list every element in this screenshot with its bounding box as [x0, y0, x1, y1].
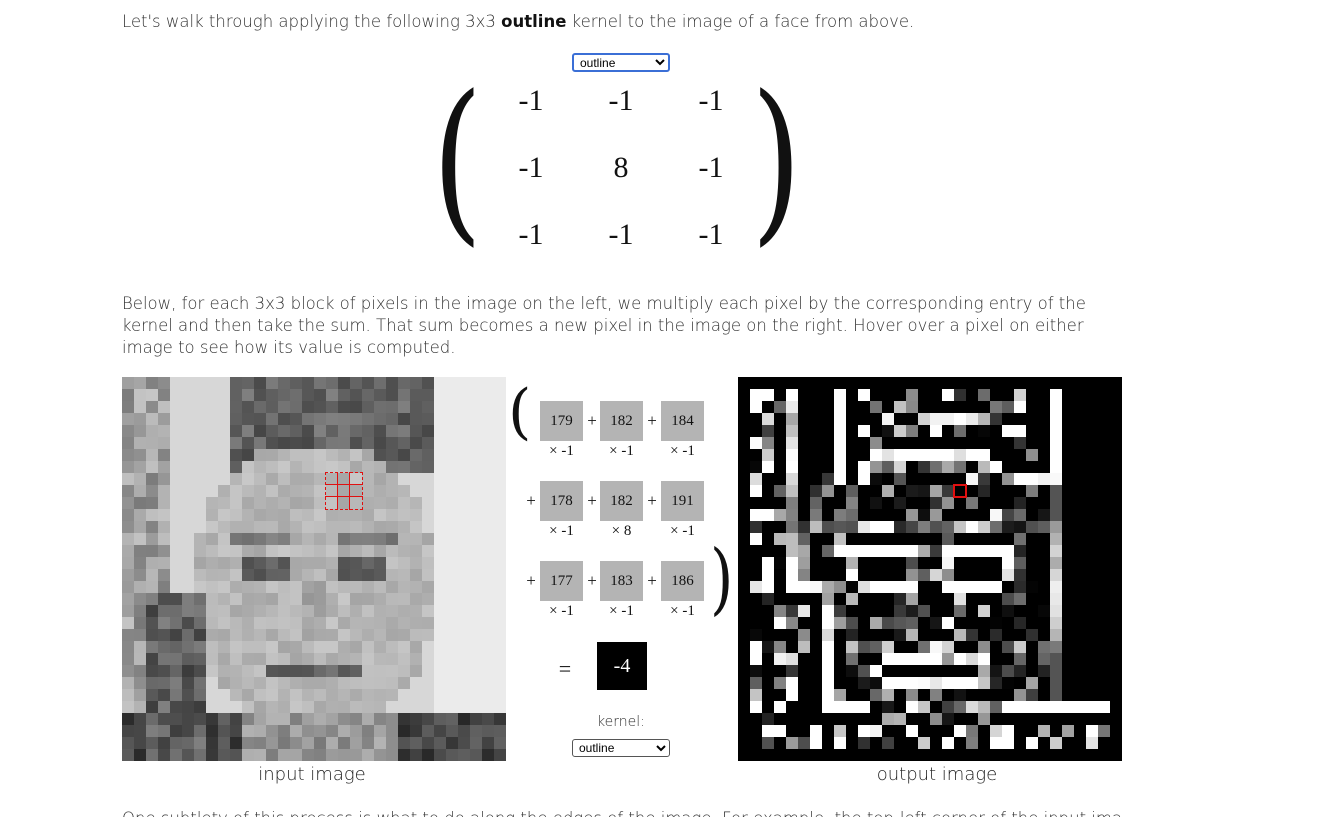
- plus-sign: +: [587, 491, 597, 510]
- plus-sign: +: [647, 411, 657, 430]
- kernel-weight: × 8: [611, 523, 632, 539]
- kernel-cell: -1: [698, 84, 724, 117]
- input-image[interactable]: [122, 377, 506, 761]
- kernel-select-top[interactable]: outline: [572, 53, 670, 72]
- kernel-cell: -1: [518, 218, 544, 251]
- kernel-weight: × -1: [549, 443, 574, 459]
- pixel-value: 179: [540, 401, 583, 441]
- matrix-right-paren: ): [751, 57, 802, 263]
- plus-sign: +: [526, 571, 536, 590]
- plus-sign: +: [647, 571, 657, 590]
- kernel-cell: -1: [518, 151, 544, 184]
- intro-text: Let's walk through applying the followin…: [122, 12, 915, 31]
- pixel-value: 183: [600, 561, 643, 601]
- pixel-value: 186: [661, 561, 704, 601]
- kernel-weight: × -1: [670, 523, 695, 539]
- pixel-value: 191: [661, 481, 704, 521]
- bottom-text-cutoff: One subtlety of this process is what to …: [122, 806, 1122, 817]
- kernel-weight: × -1: [609, 443, 634, 459]
- pixel-value: 177: [540, 561, 583, 601]
- output-image[interactable]: [738, 377, 1122, 761]
- kernel-cell: 8: [613, 151, 629, 184]
- equals-sign: =: [558, 656, 572, 681]
- pixel-value: 178: [540, 481, 583, 521]
- kernel-select-bottom[interactable]: outline: [572, 739, 670, 757]
- input-caption: input image: [258, 764, 366, 785]
- pixel-value: 182: [600, 481, 643, 521]
- kernel-weight: × -1: [609, 603, 634, 619]
- kernel-weight: × -1: [670, 603, 695, 619]
- sum-left-paren: (: [508, 377, 532, 447]
- kernel-weight: × -1: [549, 603, 574, 619]
- plus-sign: +: [587, 571, 597, 590]
- output-hover-highlight: [953, 484, 967, 498]
- plus-sign: +: [587, 411, 597, 430]
- output-caption: output image: [876, 764, 998, 785]
- pixel-value: 182: [600, 401, 643, 441]
- kernel-label: kernel:: [597, 714, 645, 730]
- kernel-weight: × -1: [670, 443, 695, 459]
- kernel-cell: -1: [698, 151, 724, 184]
- kernel-cell: -1: [608, 84, 634, 117]
- kernel-cell: -1: [698, 218, 724, 251]
- kernel-name: outline: [501, 12, 567, 31]
- kernel-weight: × -1: [549, 523, 574, 539]
- sum-right-paren: ): [710, 533, 734, 625]
- explanation-text: Below, for each 3x3 block of pixels in t…: [122, 294, 1086, 357]
- pixel-value: 184: [661, 401, 704, 441]
- plus-sign: +: [647, 491, 657, 510]
- result-value: -4: [597, 642, 647, 690]
- matrix-left-paren: (: [432, 57, 483, 263]
- plus-sign: +: [526, 491, 536, 510]
- input-hover-highlight: [325, 472, 363, 510]
- kernel-cell: -1: [608, 218, 634, 251]
- kernel-cell: -1: [518, 84, 544, 117]
